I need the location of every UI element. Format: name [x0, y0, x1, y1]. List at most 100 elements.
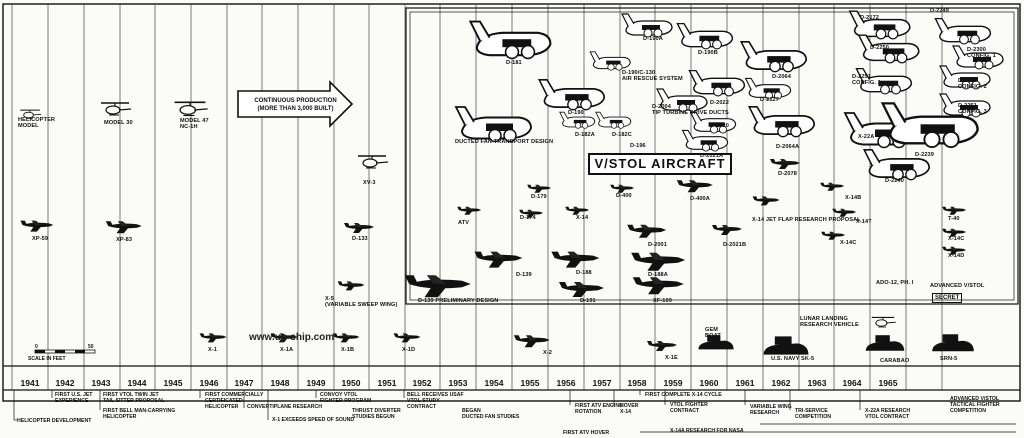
year-label: 1958	[627, 378, 647, 388]
aircraft-label: X-14T	[856, 219, 872, 225]
d-2020-icon	[689, 111, 737, 134]
d-181-icon	[468, 20, 552, 60]
d-2021a-icon	[681, 129, 729, 152]
aircraft-label: XF-109	[653, 298, 672, 304]
event-label: HELICOPTER DEVELOPMENT	[17, 418, 92, 424]
event-label: BEGAN DUCTED FAN STUDIES	[462, 408, 520, 420]
event-label: CONVERTIPLANE RESEARCH	[247, 404, 322, 410]
aircraft-label: D-2239	[915, 152, 934, 158]
d-2064-icon	[739, 41, 808, 73]
event-label: X-22A RESEARCH VTOL CONTRACT	[865, 408, 911, 420]
year-label: 1949	[306, 378, 326, 388]
model-30-icon	[101, 102, 132, 116]
d-2300-config-1-icon	[952, 45, 1004, 70]
d-139-preliminary-icon	[404, 275, 471, 298]
x-1a-icon	[270, 333, 298, 343]
event-label: FIRST ATV ENGINE ROTATION	[575, 403, 623, 415]
year-label: 1948	[270, 378, 290, 388]
sk-5-icon	[763, 336, 809, 355]
aircraft-label: X-1E	[665, 355, 678, 361]
srn-5-icon	[932, 334, 974, 352]
aircraft-label: D-400A	[690, 196, 710, 202]
d-2127-icon	[744, 77, 792, 100]
x-1d-icon	[393, 333, 421, 343]
aircraft-label: X-1	[208, 347, 218, 353]
aircraft-label: D-2078	[778, 171, 797, 177]
year-label: 1943	[91, 378, 111, 388]
aircraft-label: D-2022	[710, 100, 729, 106]
year-label: 1951	[377, 378, 397, 388]
d-139-icon	[474, 251, 523, 268]
aircraft-label: D-2021A	[700, 153, 724, 159]
event-label: FIRST COMMERCIALLY CERTIFICATED HELICOPT…	[205, 392, 264, 410]
aircraft-label: D-182C	[612, 132, 632, 138]
aircraft-label: X-22A	[858, 134, 875, 140]
aircraft-label: XV-3	[363, 180, 376, 186]
aircraft-label: D-190A	[643, 36, 663, 42]
aircraft-label: D-2240	[885, 178, 904, 184]
xf-109-icon	[632, 277, 684, 295]
aircraft-label: CARABAO	[880, 358, 910, 364]
aircraft-label: D-400	[616, 193, 632, 199]
aircraft-label: X-14B	[845, 195, 862, 201]
aircraft-label: XP-59	[32, 236, 49, 242]
year-label: 1962	[771, 378, 791, 388]
aircraft-label: D-2020	[710, 123, 729, 129]
d-2250-icon	[857, 34, 920, 64]
aircraft-label: X-5 (VARIABLE SWEEP WING)	[325, 296, 398, 308]
scale-title: SCALE IN FEET	[28, 356, 66, 362]
d-2004-icon	[656, 88, 708, 113]
d-190b-icon	[676, 22, 734, 50]
aircraft-label: MODEL 47 NC-1H	[180, 118, 209, 130]
watermark: www.up-ship.com	[249, 332, 335, 343]
d-400-icon	[610, 184, 635, 193]
aircraft-label: D-2021B	[723, 242, 747, 248]
aircraft-label: X-1B	[341, 347, 355, 353]
d-182c-icon	[595, 111, 632, 129]
continuous-production-label: CONTINUOUS PRODUCTION (MORE THAN 3,000 B…	[254, 98, 337, 112]
aircraft-silhouettes	[20, 10, 1004, 355]
aircraft-label: MODEL 30	[104, 120, 133, 126]
year-label: 1954	[484, 378, 504, 388]
d-188-icon	[551, 251, 600, 268]
d-2251-config-1-icon	[855, 67, 913, 95]
aircraft-label: D-2064A	[776, 144, 800, 150]
year-label: 1955	[520, 378, 540, 388]
aircraft-label: X-1A	[280, 347, 294, 353]
scale-bar-segment	[55, 350, 65, 353]
atv-icon	[457, 206, 482, 215]
event-label: TRI-SERVICE COMPETITION	[795, 408, 832, 420]
aircraft-label: X-14D	[948, 253, 965, 259]
lunar-landing-icon	[871, 316, 896, 328]
vstol-box-inner	[409, 11, 1015, 301]
event-label: FIRST U.S. JET EXPERIENCE	[55, 392, 93, 404]
year-label: 1965	[878, 378, 898, 388]
d-190-icon	[537, 79, 606, 111]
aircraft-label: U.S. NAVY SK-5	[771, 356, 815, 362]
event-label: BELL RECEIVES USAF VTOL STUDY CONTRACT	[407, 392, 464, 410]
aircraft-label: D-2300 CONFIG. 1	[967, 47, 996, 59]
event-label: X-1 EXCEEDS SPEED OF SOUND	[272, 417, 355, 423]
d-2001-icon	[627, 224, 667, 238]
year-label: 1953	[448, 378, 468, 388]
aircraft-label: GEM BOAT	[705, 327, 721, 339]
aircraft-label: D-139 PRELIMINARY DESIGN	[418, 298, 499, 304]
t-40-icon	[942, 206, 967, 215]
aircraft-label: D-190	[568, 110, 584, 116]
d-2172-icon	[848, 10, 911, 40]
x-14c-icon	[821, 231, 846, 240]
aircraft-label: D-2064	[772, 74, 791, 80]
aircraft-label: SRN-5	[940, 356, 958, 362]
d-2022-icon	[688, 69, 746, 97]
d-174-icon	[519, 209, 544, 218]
year-label: 1944	[127, 378, 147, 388]
carabao-icon	[865, 335, 905, 351]
aircraft-label: D-2249	[930, 8, 949, 14]
aircraft-label: D-139	[516, 272, 532, 278]
x-1e-icon	[647, 341, 677, 351]
x-1b-icon	[332, 333, 360, 343]
outer-frame	[2, 3, 1021, 402]
aircraft-label: X-14 JET FLAP RESEARCH PROPOSAL	[752, 217, 861, 223]
event-label: THRUST DIVERTER STUDIES BEGUN	[352, 408, 401, 420]
